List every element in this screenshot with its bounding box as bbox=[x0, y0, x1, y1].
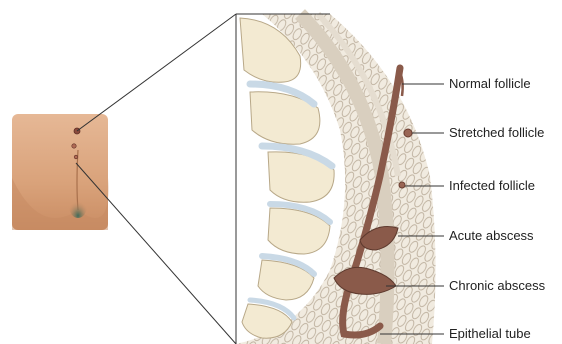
label-epithelial-tube: Epithelial tube bbox=[449, 326, 531, 342]
zoom-line-top bbox=[77, 14, 236, 131]
sinus-pit-lower-marker bbox=[74, 155, 78, 159]
stretched-follicle-shape bbox=[404, 129, 412, 137]
infected-follicle-shape bbox=[399, 182, 405, 188]
label-infected-follicle: Infected follicle bbox=[449, 178, 535, 194]
label-stretched-follicle: Stretched follicle bbox=[449, 125, 544, 141]
label-acute-abscess: Acute abscess bbox=[449, 228, 534, 244]
zoom-line-bottom bbox=[76, 163, 236, 344]
label-normal-follicle: Normal follicle bbox=[449, 76, 531, 92]
cross-section-illustration bbox=[236, 14, 436, 344]
label-chronic-abscess: Chronic abscess bbox=[449, 278, 545, 294]
sinus-pit-middle-marker bbox=[72, 144, 76, 148]
buttocks-illustration bbox=[12, 114, 108, 230]
